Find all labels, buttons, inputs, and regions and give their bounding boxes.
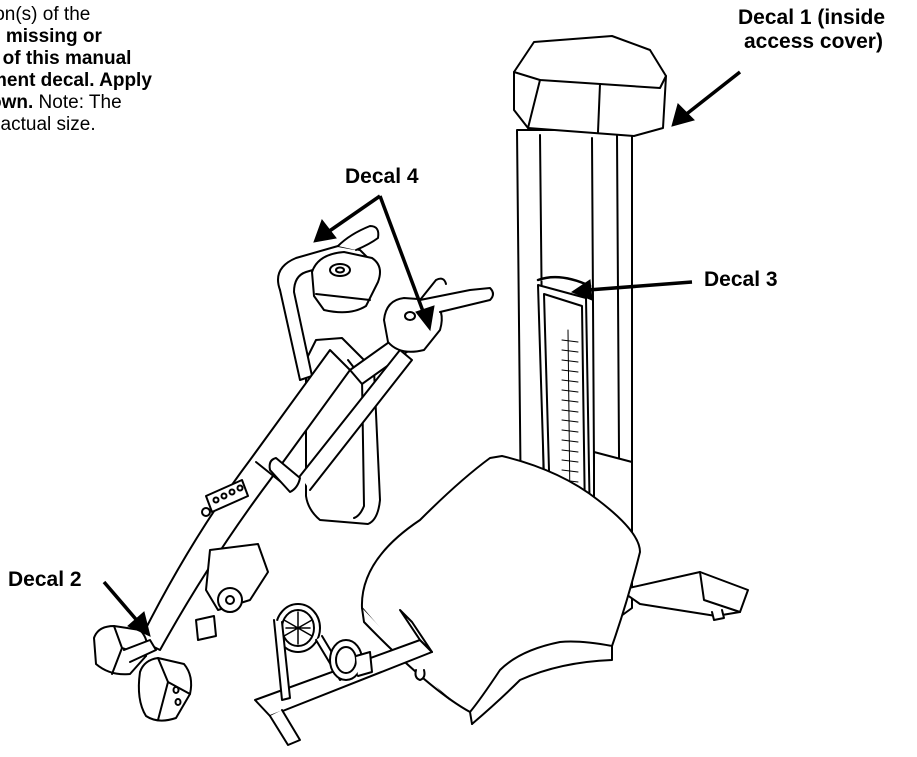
seat xyxy=(360,455,641,725)
decal2-label: Decal 2 xyxy=(8,568,82,591)
decal3-arrow xyxy=(587,280,693,292)
intro-line-2: s missing or xyxy=(0,26,102,47)
intro-text: ion(s) of the s missing or r of this man… xyxy=(0,4,230,136)
decal3-label: Decal 3 xyxy=(704,268,778,291)
tower-foot xyxy=(619,571,749,621)
decal1-label: Decal 1 (inside access cover) xyxy=(738,6,885,54)
arm-handle xyxy=(383,277,494,353)
decal1-label-line1: Decal 1 (inside xyxy=(738,6,886,29)
intro-line-3: r of this manual xyxy=(0,48,132,69)
decal1-arrowhead xyxy=(671,103,695,127)
callout-arrows xyxy=(102,70,742,637)
decal2-arrow xyxy=(102,580,142,626)
decal2-arrowhead xyxy=(127,611,151,637)
decal1-label-line2: access cover) xyxy=(744,30,883,53)
pivot-mechanism xyxy=(195,543,373,701)
decal4-label: Decal 4 xyxy=(345,165,419,188)
moving-arm xyxy=(139,319,433,651)
adjustment-bracket xyxy=(201,479,249,517)
intro-line-4: ment decal. Apply xyxy=(0,70,152,91)
decal4-arrowhead-left xyxy=(313,218,337,243)
intro-line-1: ion(s) of the xyxy=(0,4,91,25)
intro-line-5: own. Note: The xyxy=(0,92,122,113)
foot-rollers xyxy=(93,625,193,722)
intro-line-6: t actual size. xyxy=(0,114,96,135)
decal3-arrowhead xyxy=(570,279,593,301)
decal4-arrowhead-right xyxy=(415,305,435,332)
decal1-arrow xyxy=(682,70,742,118)
frame-arch xyxy=(277,225,381,381)
decal4-arrow-left xyxy=(327,194,381,234)
decal4-arrow-right xyxy=(378,195,426,315)
